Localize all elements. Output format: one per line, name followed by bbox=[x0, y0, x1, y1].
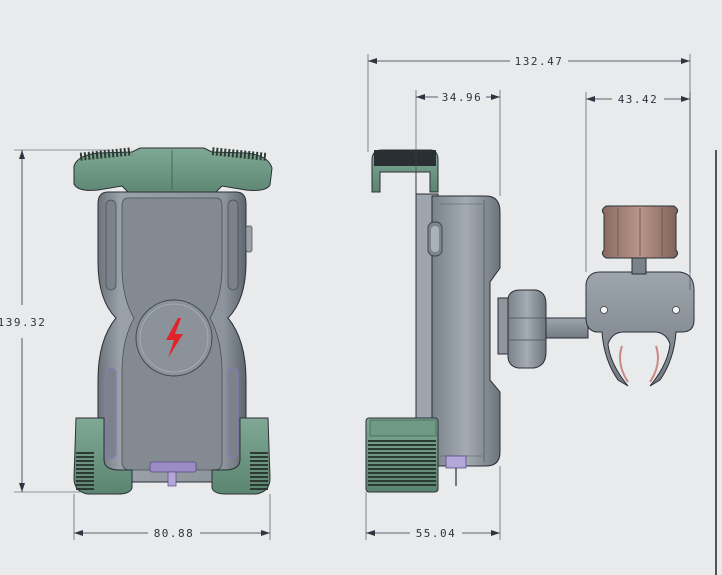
front-top-gripper bbox=[73, 147, 273, 197]
side-depth-dimension: 55.04 bbox=[365, 466, 501, 540]
front-bottom-grippers bbox=[73, 417, 271, 495]
mount-offset-dimension: 43.42 bbox=[585, 92, 691, 272]
front-width-dimension: 80.88 bbox=[73, 494, 271, 540]
front-view bbox=[73, 147, 273, 495]
mount-offset-label: 43.42 bbox=[618, 93, 659, 106]
side-view bbox=[365, 149, 717, 575]
front-main-body bbox=[97, 191, 253, 483]
front-height-dimension: 139.32 bbox=[0, 149, 110, 493]
lightning-charge-icon bbox=[166, 318, 183, 358]
overall-width-label: 132.47 bbox=[515, 55, 564, 68]
side-top-clamp bbox=[371, 149, 439, 196]
handlebar-clamp bbox=[585, 205, 695, 387]
clamp-arm-label: 34.96 bbox=[442, 91, 483, 104]
front-width-label: 80.88 bbox=[154, 527, 195, 540]
clamp-arm-dimension: 34.96 bbox=[415, 90, 501, 196]
side-main-body bbox=[415, 193, 501, 486]
side-bottom-gripper bbox=[365, 417, 439, 493]
side-depth-label: 55.04 bbox=[416, 527, 457, 540]
side-ball-joint bbox=[497, 289, 589, 369]
front-height-label: 139.32 bbox=[0, 316, 46, 329]
